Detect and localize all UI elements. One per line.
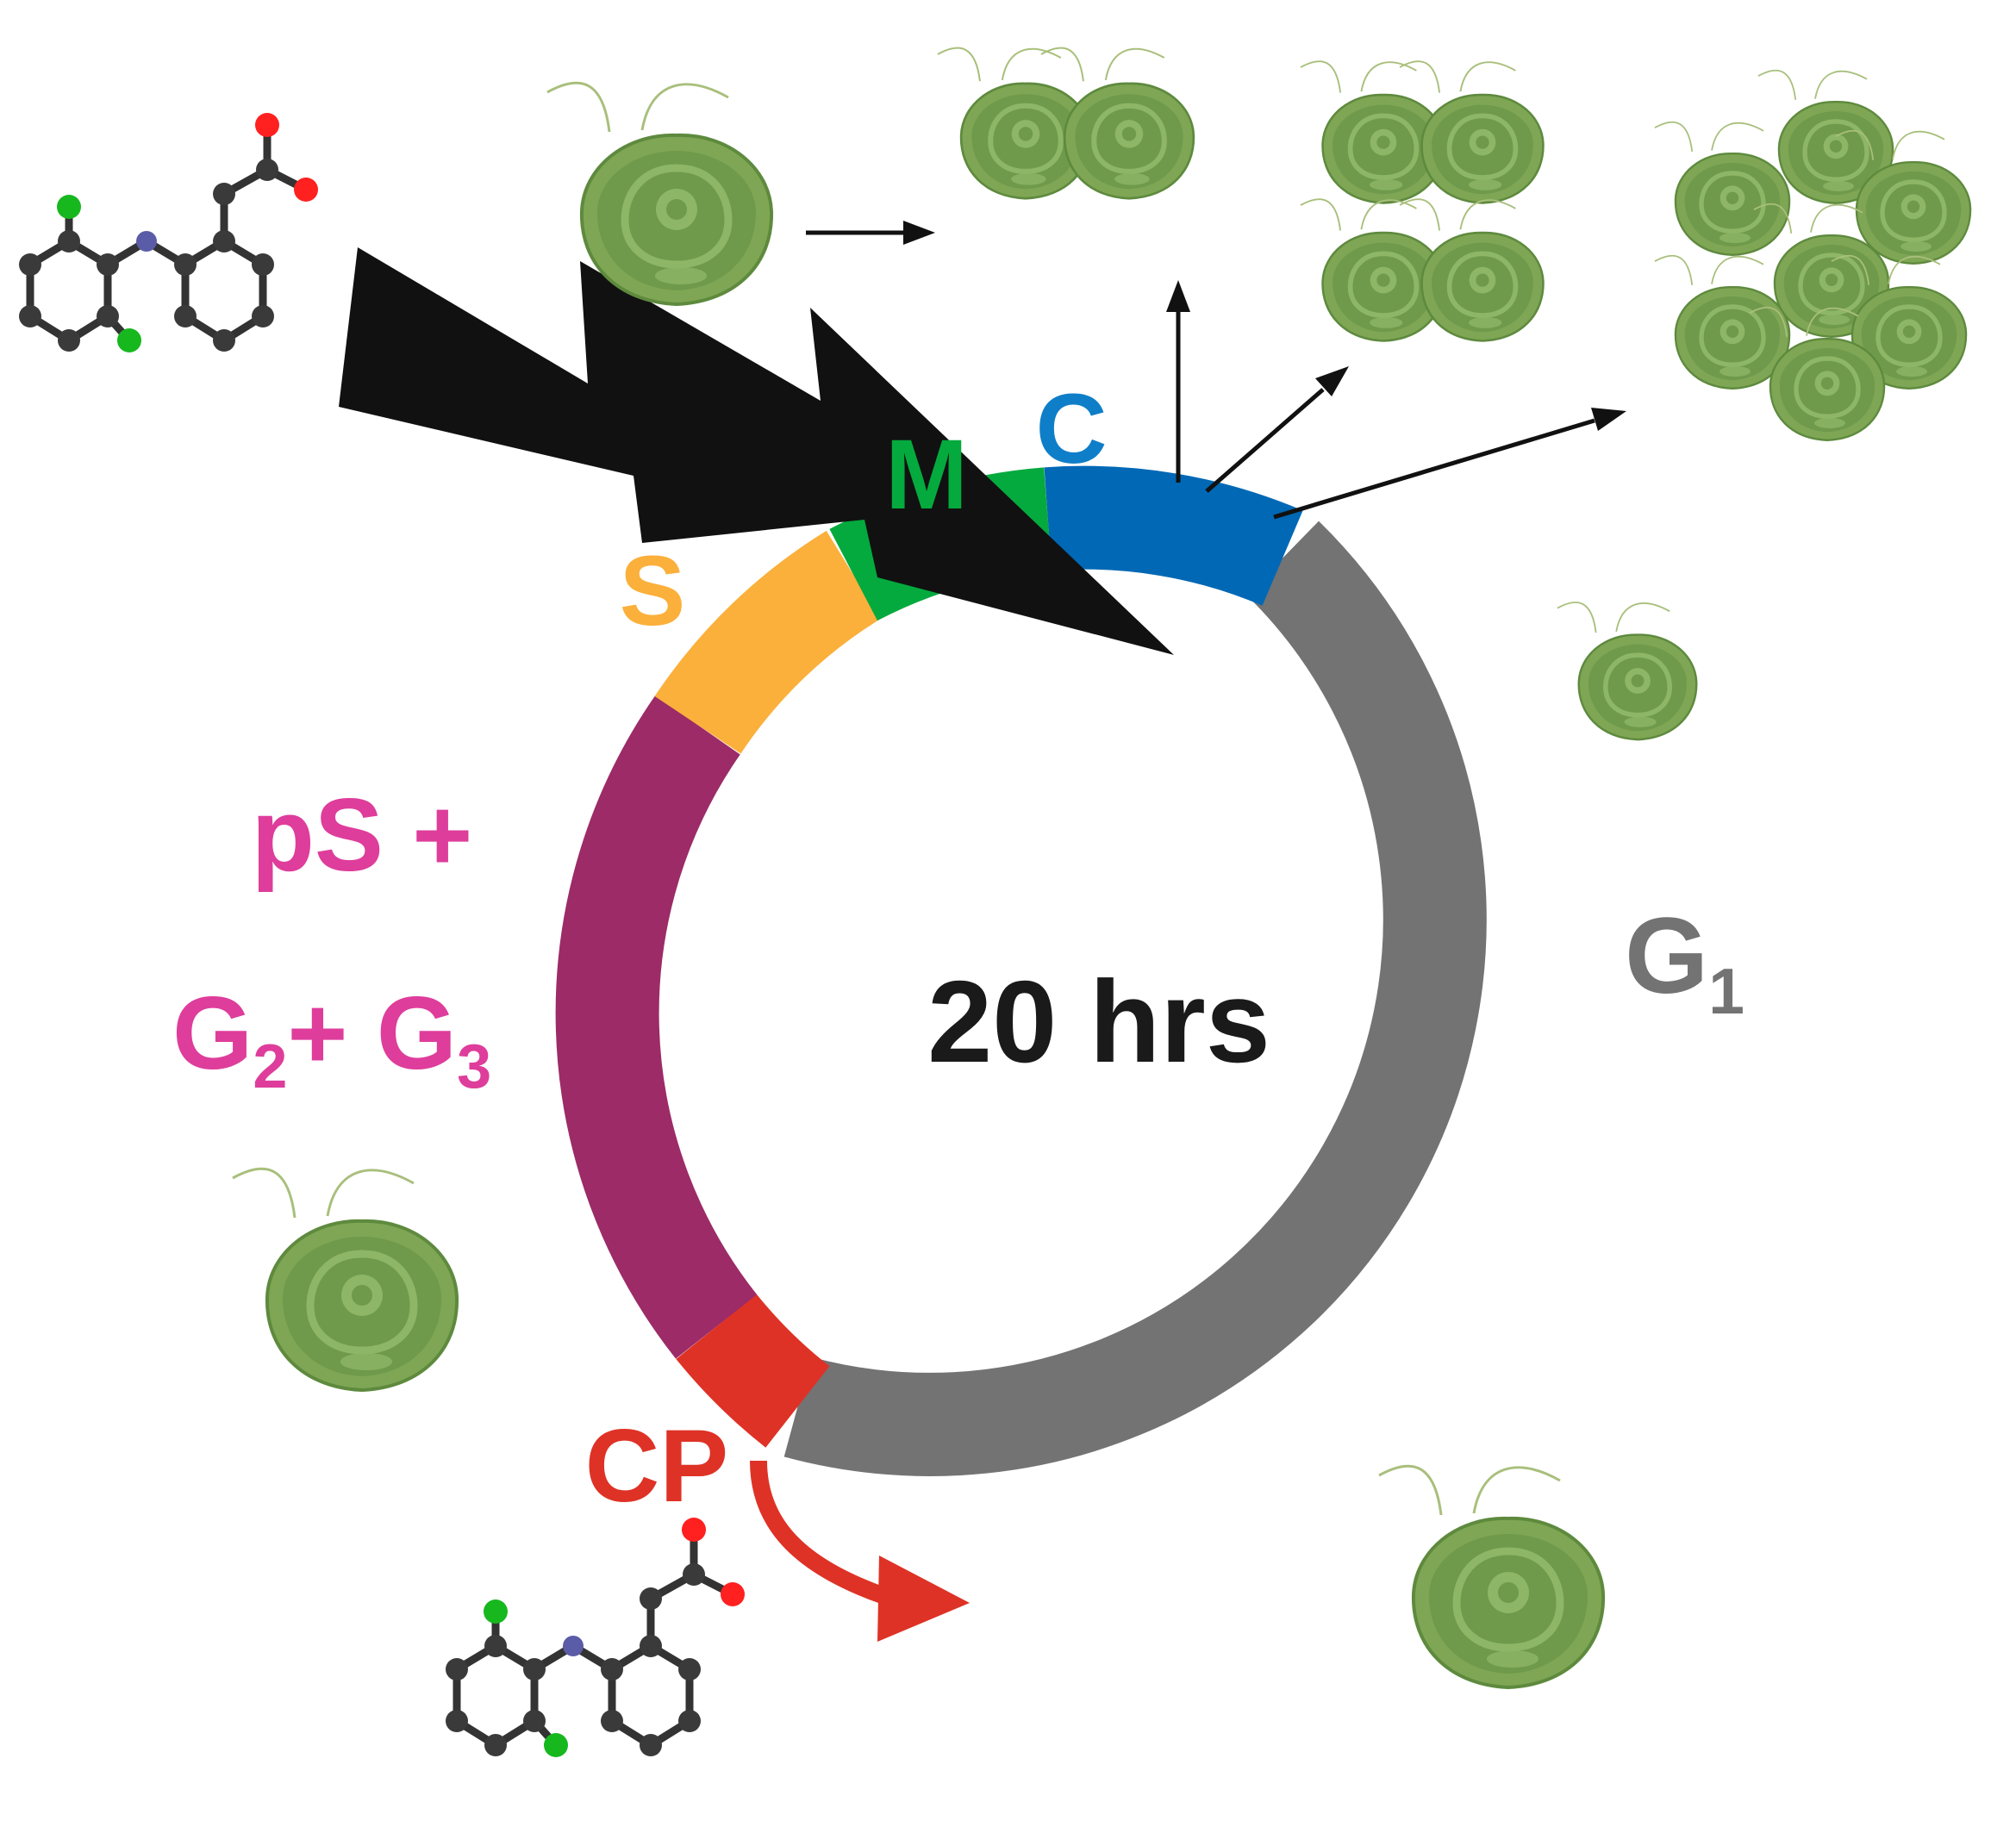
algae-cell-icon: [233, 1169, 457, 1390]
center-label: 20 hrs: [927, 957, 1270, 1087]
phase-label-m: M: [885, 420, 968, 530]
phase-label-ps-line1: pS +: [252, 777, 473, 893]
phase-label-g2-sub: 2: [253, 1032, 287, 1101]
phase-label-g1-sub: 1: [1708, 955, 1744, 1027]
phase-label-cp: CP: [585, 1408, 729, 1524]
phase-label-g1-main: G: [1625, 896, 1708, 1016]
phase-label-g3-sub: 3: [457, 1032, 491, 1101]
phase-label-c: C: [1035, 374, 1107, 484]
eight-algae-cells-icon: [1655, 71, 1970, 440]
phase-label-g3: + G: [287, 976, 457, 1091]
diclofenac-molecule-icon: [446, 1518, 745, 1757]
phase-label-ps-line2: G2+ G3: [172, 976, 491, 1101]
phase-arc-g1: [783, 521, 1487, 1476]
phase-arc-cp: [676, 1294, 831, 1448]
phase-label-g1: G1: [1625, 896, 1744, 1027]
algae-cell-icon: [1379, 1466, 1603, 1687]
lightning-bolt-icon: [339, 247, 1174, 655]
phase-arc-ps-g2-g3: [555, 695, 758, 1359]
algae-cell-icon: [1557, 602, 1696, 739]
diclofenac-molecule-icon: [19, 113, 318, 352]
cp-release-arrow-icon: [750, 1460, 970, 1642]
four-algae-cells-icon: [1301, 61, 1543, 340]
two-algae-cells-icon: [938, 48, 1194, 199]
division-arrows: [806, 221, 1626, 520]
phase-arc-s: [654, 530, 882, 755]
phase-arc-c: [1044, 465, 1303, 607]
phase-label-g2: G: [172, 976, 253, 1091]
phase-label-s: S: [620, 536, 686, 646]
